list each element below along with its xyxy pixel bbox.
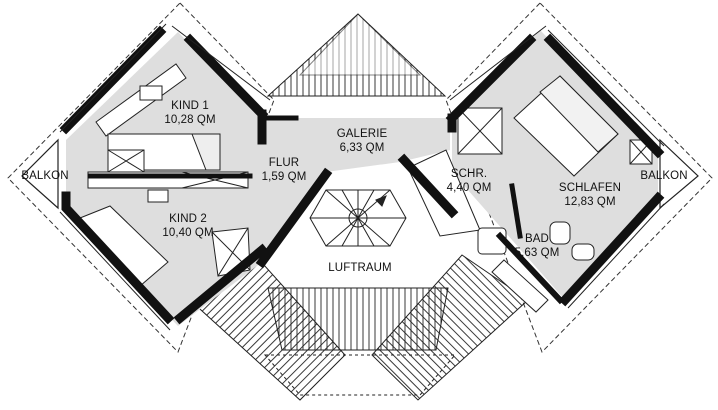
balkon-left-name: BALKON: [21, 170, 69, 182]
room-bad-label: BAD 5,63 QM: [515, 232, 560, 260]
room-schr-name: SCHR.: [450, 168, 488, 180]
room-schlafen-label: SCHLAFEN 12,83 QM: [559, 181, 621, 209]
room-schr-area: 4,40 QM: [446, 182, 492, 194]
balkon-left-label: BALKON: [21, 169, 68, 183]
room-schr-label: SCHR. 4,40 QM: [447, 167, 492, 195]
room-flur-name: FLUR: [268, 157, 300, 169]
window-lines: [59, 23, 665, 331]
room-kind1-name: KIND 1: [171, 100, 209, 112]
room-galerie-label: GALERIE 6,33 QM: [337, 127, 388, 155]
balkon-right-label: BALKON: [640, 169, 687, 183]
room-kind2-label: KIND 2 10,40 QM: [162, 212, 213, 240]
room-schlafen-area: 12,83 QM: [564, 196, 616, 208]
room-flur-area: 1,59 QM: [261, 171, 307, 183]
room-kind1-area: 10,28 QM: [164, 114, 216, 126]
room-kind1-label: KIND 1 10,28 QM: [164, 99, 215, 127]
spiral-stair: [309, 189, 407, 247]
room-bad-area: 5,63 QM: [514, 247, 560, 259]
room-schlafen-name: SCHLAFEN: [558, 182, 622, 194]
outline-dashed: [7, 2, 713, 353]
room-luftraum-name: LUFTRAUM: [328, 262, 392, 274]
room-kind2-name: KIND 2: [169, 213, 207, 225]
room-kind2-area: 10,40 QM: [162, 227, 214, 239]
room-flur-label: FLUR 1,59 QM: [262, 156, 307, 184]
room-galerie-name: GALERIE: [336, 128, 388, 140]
walls: [59, 25, 665, 325]
roof-hatching: [189, 13, 529, 401]
room-luftraum-label: LUFTRAUM: [326, 261, 394, 275]
room-galerie-area: 6,33 QM: [339, 142, 385, 154]
room-bad-name: BAD: [525, 233, 549, 245]
balkon-right-name: BALKON: [640, 170, 688, 182]
furniture: [79, 63, 653, 313]
balconies: [21, 138, 699, 210]
